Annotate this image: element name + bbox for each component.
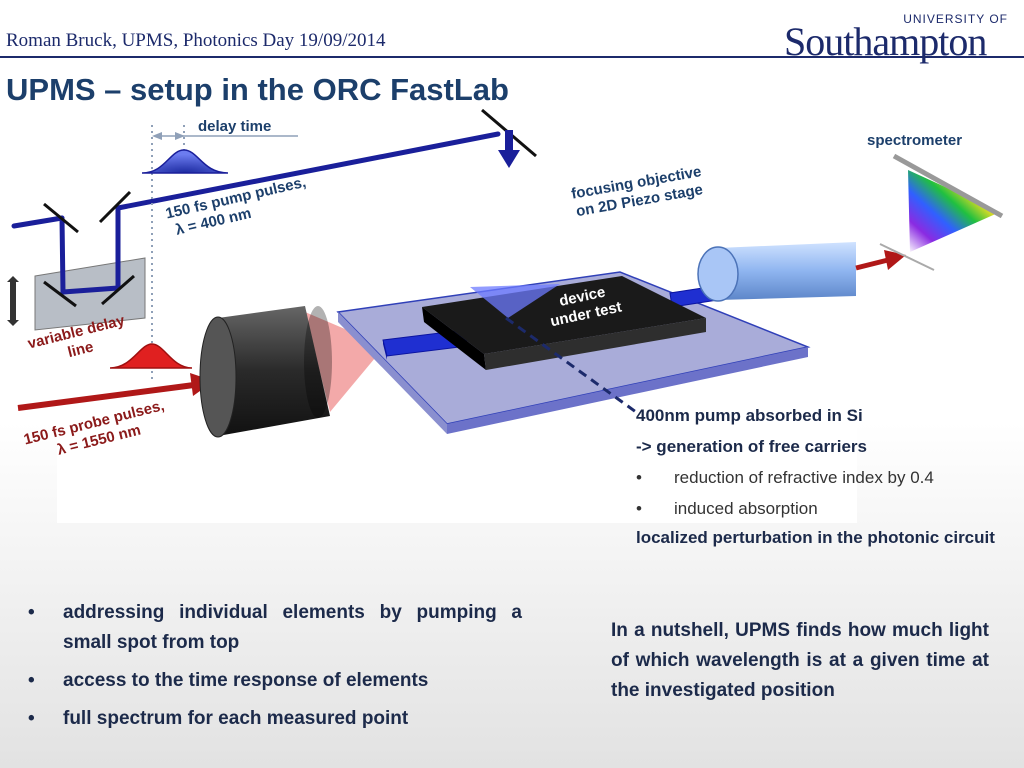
nutshell-text: In a nutshell, UPMS finds how much light… <box>611 620 989 701</box>
info-line3: localized perturbation in the photonic c… <box>636 528 995 547</box>
bullet-item: full spectrum for each measured point <box>28 704 522 734</box>
logo-big-text: Southampton <box>784 19 987 64</box>
input-objective <box>199 306 332 438</box>
probe-focus-cone <box>305 312 385 412</box>
down-arrow-icon <box>498 130 520 168</box>
page-title: UPMS – setup in the ORC FastLab <box>6 72 509 107</box>
info-line2: -> generation of free carriers <box>636 437 868 456</box>
spectrometer-label: spectrometer <box>867 132 963 149</box>
output-arrow <box>855 250 906 271</box>
university-logo: UNIVERSITY OF Southampton <box>780 8 1016 64</box>
bullet-item: addressing individual elements by pumpin… <box>28 598 522 658</box>
spectrometer <box>879 153 1004 271</box>
delay-markers <box>151 125 298 380</box>
device-under-test <box>422 276 706 370</box>
info-item: induced absorption <box>636 493 1012 524</box>
probe-beam <box>17 373 214 411</box>
info-block: 400nm pump absorbed in Si -> generation … <box>636 400 1012 552</box>
bullet-item: access to the time response of elements <box>28 666 522 696</box>
logo-small-text: UNIVERSITY OF <box>903 12 1008 26</box>
probe-pulse-icon <box>109 343 193 369</box>
info-list: reduction of refractive index by 0.4 ind… <box>636 462 1012 524</box>
pump-dashed-line <box>505 316 637 414</box>
pump-pulse-icon <box>141 149 229 174</box>
delay-time-label: delay time <box>198 118 272 135</box>
feature-bullets: addressing individual elements by pumpin… <box>28 598 522 742</box>
info-item: reduction of refractive index by 0.4 <box>636 462 1012 493</box>
pump-focus-cone <box>470 284 560 318</box>
header-rule <box>0 56 1024 58</box>
header-text: Roman Bruck, UPMS, Photonics Day 19/09/2… <box>6 30 386 51</box>
output-objective <box>697 242 856 302</box>
info-line1: 400nm pump absorbed in Si <box>636 406 863 425</box>
pump-beam-path <box>11 131 501 295</box>
